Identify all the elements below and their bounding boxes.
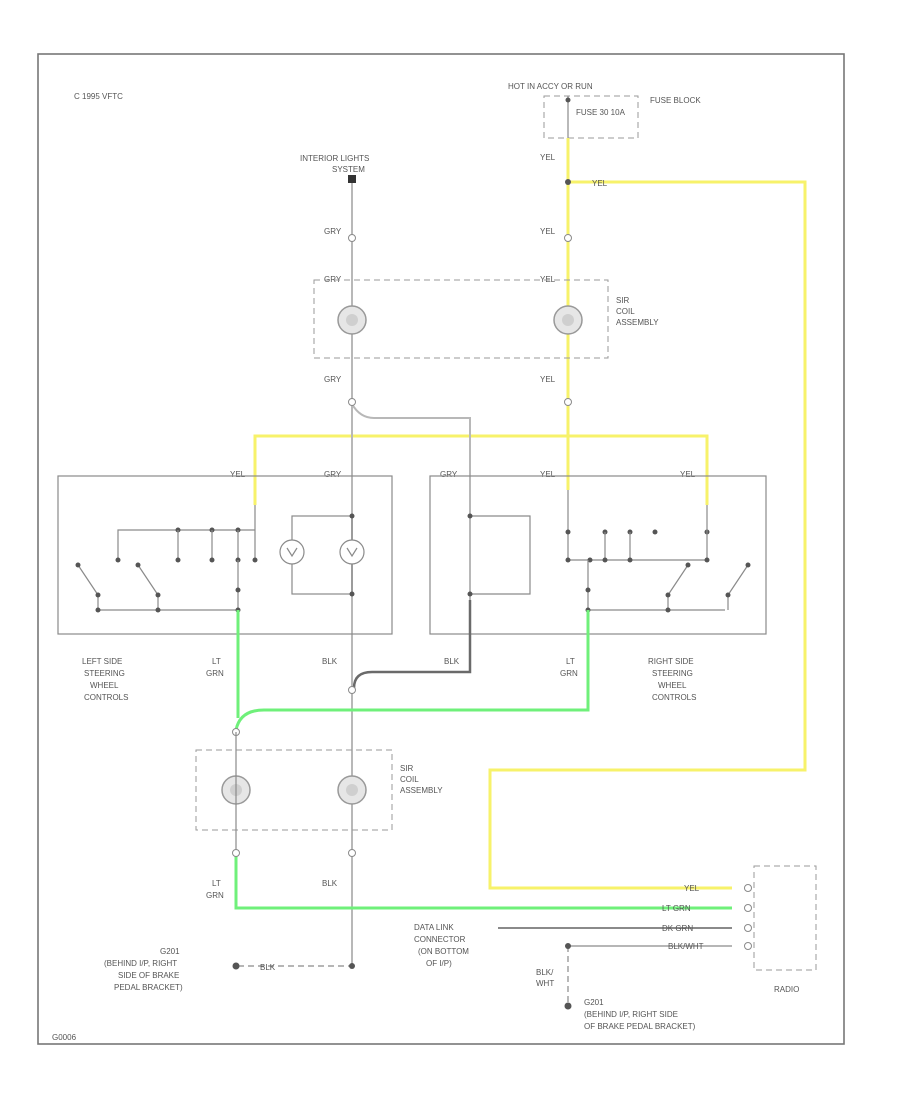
radio-wire-label-blkwht: BLK/WHT [668, 942, 704, 951]
sir-upper-label-2: COIL [616, 307, 635, 316]
sir-lower-label-2: COIL [400, 775, 419, 784]
wire-label-yel-6: YEL [230, 470, 246, 479]
left-controls-label-3: WHEEL [90, 681, 119, 690]
wire-label-gry-4: GRY [324, 470, 342, 479]
dlc-label-2: CONNECTOR [414, 935, 466, 944]
sir-lower-label-3: ASSEMBLY [400, 786, 443, 795]
wire-label-yel-5: YEL [540, 375, 556, 384]
dlc-label-3: (ON BOTTOM [418, 947, 469, 956]
wire-label-gry-1: GRY [324, 227, 342, 236]
wire-label-blkwht-2: WHT [536, 979, 554, 988]
right-controls-label-2: STEERING [652, 669, 693, 678]
yellow-wire-cross [253, 434, 709, 505]
wire-label-blkwht-1: BLK/ [536, 968, 554, 977]
left-controls-lamp-1 [279, 539, 305, 565]
black-wire-right-controls [352, 600, 472, 689]
left-controls-label-1: LEFT SIDE [82, 657, 122, 666]
wire-label-ltgrn-left-2: GRN [206, 669, 224, 678]
sir-coil-assembly-upper [313, 279, 609, 359]
sir-coil-assembly-lower [195, 749, 393, 831]
sir-upper-label-3: ASSEMBLY [616, 318, 659, 327]
dlc-label-1: DATA LINK [414, 923, 454, 932]
wire-label-blk-4: BLK [260, 963, 276, 972]
left-steering-controls-box [57, 475, 393, 635]
left-controls-lamp-2 [339, 539, 365, 565]
wire-label-yel-1: YEL [540, 153, 556, 162]
wire-label-gry-5: GRY [440, 470, 458, 479]
sir-upper-label-1: SIR [616, 296, 630, 305]
radio-wire-label-ltgrn: LT GRN [662, 904, 691, 913]
ground-right-label-2: (BEHIND I/P, RIGHT SIDE [584, 1010, 678, 1019]
gray-wire-branch [351, 403, 471, 600]
right-steering-controls-box [429, 475, 767, 635]
fuse-terminal [565, 97, 571, 103]
ground-left-label-2: (BEHIND I/P, RIGHT [104, 959, 177, 968]
diagram-frame [37, 53, 845, 1045]
wire-label-blk-1: BLK [322, 657, 338, 666]
interior-lights-terminal [348, 175, 356, 183]
ground-left-terminal [232, 962, 240, 970]
wire-label-yel-7: YEL [540, 470, 556, 479]
right-controls-label-3: WHEEL [658, 681, 687, 690]
green-wire-right [234, 610, 590, 731]
wire-label-ltgrn-left-1: LT [212, 657, 221, 666]
yellow-wire-radio-feed [488, 180, 807, 890]
ground-right-label-3: OF BRAKE PEDAL BRACKET) [584, 1022, 696, 1031]
hot-source-label: HOT IN ACCY OR RUN [508, 82, 593, 91]
wire-label-blk-3: BLK [322, 879, 338, 888]
wire-label-ltgrn-lower-2: GRN [206, 891, 224, 900]
ground-left-label-1: G201 [160, 947, 180, 956]
copyright-label: C 1995 VFTC [74, 92, 123, 101]
green-wire-to-radio [234, 850, 732, 910]
fuse-block-label: FUSE BLOCK [650, 96, 701, 105]
wire-label-gry-3: GRY [324, 375, 342, 384]
radio-wire-label-dkgrn: DK GRN [662, 924, 693, 933]
interior-lights-label-2: SYSTEM [332, 165, 365, 174]
wire-label-yel-2: YEL [592, 179, 608, 188]
ground-right-terminal [564, 1002, 572, 1010]
fuse-block [543, 95, 639, 139]
right-controls-label-1: RIGHT SIDE [648, 657, 694, 666]
left-controls-label-2: STEERING [84, 669, 125, 678]
radio-wire-label-yel: YEL [684, 884, 700, 893]
ground-left-label-4: PEDAL BRACKET) [114, 983, 183, 992]
figure-id: G0006 [52, 1033, 77, 1042]
wire-label-yel-3: YEL [540, 227, 556, 236]
dlc-label-4: OF I/P) [426, 959, 452, 968]
radio-box [753, 865, 817, 971]
sir-lower-label-1: SIR [400, 764, 414, 773]
fuse-label: FUSE 30 10A [576, 108, 626, 117]
ground-right-label-1: G201 [584, 998, 604, 1007]
left-controls-label-4: CONTROLS [84, 693, 128, 702]
interior-lights-label: INTERIOR LIGHTS [300, 154, 369, 163]
right-controls-label-4: CONTROLS [652, 693, 696, 702]
wire-label-yel-8: YEL [680, 470, 696, 479]
radio-label: RADIO [774, 985, 799, 994]
wire-label-ltgrn-lower-1: LT [212, 879, 221, 888]
wire-label-ltgrn-right-1: LT [566, 657, 575, 666]
wire-label-gry-2: GRY [324, 275, 342, 284]
wire-label-ltgrn-right-2: GRN [560, 669, 578, 678]
wire-label-blk-2: BLK [444, 657, 460, 666]
ground-left-label-3: SIDE OF BRAKE [118, 971, 179, 980]
